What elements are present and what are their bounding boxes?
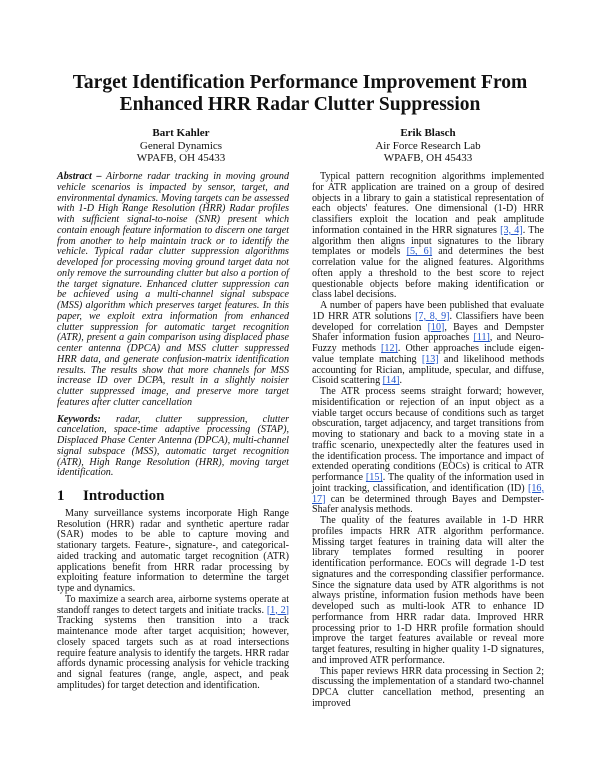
- paper-title: Target Identification Performance Improv…: [0, 72, 600, 116]
- paragraph-text: and likelihood methods accounting for Ri…: [312, 353, 544, 387]
- author-location: WPAFB, OH 45433: [136, 152, 226, 164]
- paragraph-text: A number of papers have been published t…: [312, 300, 544, 322]
- citation-link[interactable]: [3, 4]: [500, 224, 523, 236]
- keywords: Keywords: radar, clutter suppression, cl…: [57, 413, 289, 480]
- paragraph-text: Tracking systems then transition into a …: [57, 615, 289, 691]
- section-heading: 1 Introduction: [57, 488, 289, 504]
- body-paragraph: To maximize a search area, airborne syst…: [57, 593, 289, 692]
- paragraph-text: . The quality of the information used in…: [312, 472, 544, 494]
- paragraph-text: The quality of the features available in…: [312, 515, 544, 666]
- citation-link[interactable]: [1, 2]: [266, 604, 289, 616]
- keywords-text: radar, clutter suppression, clutter canc…: [57, 413, 289, 479]
- body-paragraph: The ATR process seems straight forward; …: [312, 386, 544, 516]
- paragraph-text: The ATR process seems straight forward; …: [312, 386, 544, 483]
- paragraph-text: , and Neuro-Fuzzy methods: [312, 332, 544, 354]
- body-paragraph: The quality of the features available in…: [312, 515, 544, 667]
- body-paragraph: This paper reviews HRR data processing i…: [312, 665, 544, 710]
- citation-link[interactable]: [11]: [473, 332, 490, 344]
- title-line-1: Target Identification Performance Improv…: [72, 72, 528, 93]
- author-affiliation: Air Force Research Lab: [375, 139, 481, 152]
- paragraph-text: . Classifiers have been developed for co…: [312, 310, 544, 333]
- citation-link[interactable]: [13]: [421, 353, 439, 365]
- abstract-label: Abstract –: [57, 171, 102, 182]
- citation-link[interactable]: [7, 8, 9]: [415, 310, 450, 322]
- left-body: Many surveillance systems incorporate Hi…: [57, 507, 289, 692]
- title-line-2: Enhanced HRR Radar Clutter Suppression: [119, 94, 481, 115]
- paragraph-text: Typical pattern recognition algorithms i…: [312, 171, 544, 236]
- citation-link[interactable]: [5, 6]: [406, 246, 433, 258]
- paragraph-text: This paper reviews HRR data processing i…: [312, 665, 544, 709]
- left-column: Abstract – Airborne radar tracking in mo…: [57, 171, 289, 692]
- paragraph-text: .: [399, 375, 403, 387]
- citation-link[interactable]: [14]: [382, 375, 400, 387]
- abstract: Abstract – Airborne radar tracking in mo…: [57, 171, 289, 409]
- author-name: Erik Blasch: [400, 127, 456, 139]
- paragraph-text: . The algorithm then aligns input signat…: [312, 224, 544, 258]
- section-number: 1: [57, 488, 65, 504]
- author-location: WPAFB, OH 45433: [383, 152, 473, 164]
- author-block-2: Erik Blasch Air Force Research Lab WPAFB…: [328, 127, 528, 165]
- author-block-1: Bart Kahler General Dynamics WPAFB, OH 4…: [81, 127, 281, 165]
- paragraph-text: can be determined through Bayes and Demp…: [312, 493, 544, 516]
- citation-link[interactable]: [12]: [381, 343, 398, 354]
- right-column: Typical pattern recognition algorithms i…: [312, 171, 544, 710]
- paragraph-text: , Bayes and Dempster Shafer information …: [312, 321, 544, 344]
- paragraph-text: To maximize a search area, airborne syst…: [57, 593, 289, 616]
- keywords-label: Keywords:: [57, 413, 101, 425]
- body-paragraph: A number of papers have been published t…: [312, 300, 544, 387]
- paragraph-text: . Other approaches include eigen-value t…: [312, 343, 544, 365]
- author-name: Bart Kahler: [152, 127, 210, 139]
- paragraph-text: Many surveillance systems incorporate Hi…: [57, 507, 289, 594]
- right-body: Typical pattern recognition algorithms i…: [312, 171, 544, 710]
- citation-link[interactable]: [16, 17]: [312, 482, 544, 505]
- body-paragraph: Typical pattern recognition algorithms i…: [312, 171, 544, 301]
- body-paragraph: Many surveillance systems incorporate Hi…: [57, 507, 289, 595]
- citation-link[interactable]: [15]: [365, 472, 383, 483]
- section-title: Introduction: [83, 488, 165, 504]
- abstract-text: Airborne radar tracking in moving ground…: [57, 171, 289, 408]
- paragraph-text: and determines the best correlation valu…: [312, 246, 544, 301]
- citation-link[interactable]: [10]: [427, 321, 445, 333]
- author-affiliation: General Dynamics: [139, 139, 223, 152]
